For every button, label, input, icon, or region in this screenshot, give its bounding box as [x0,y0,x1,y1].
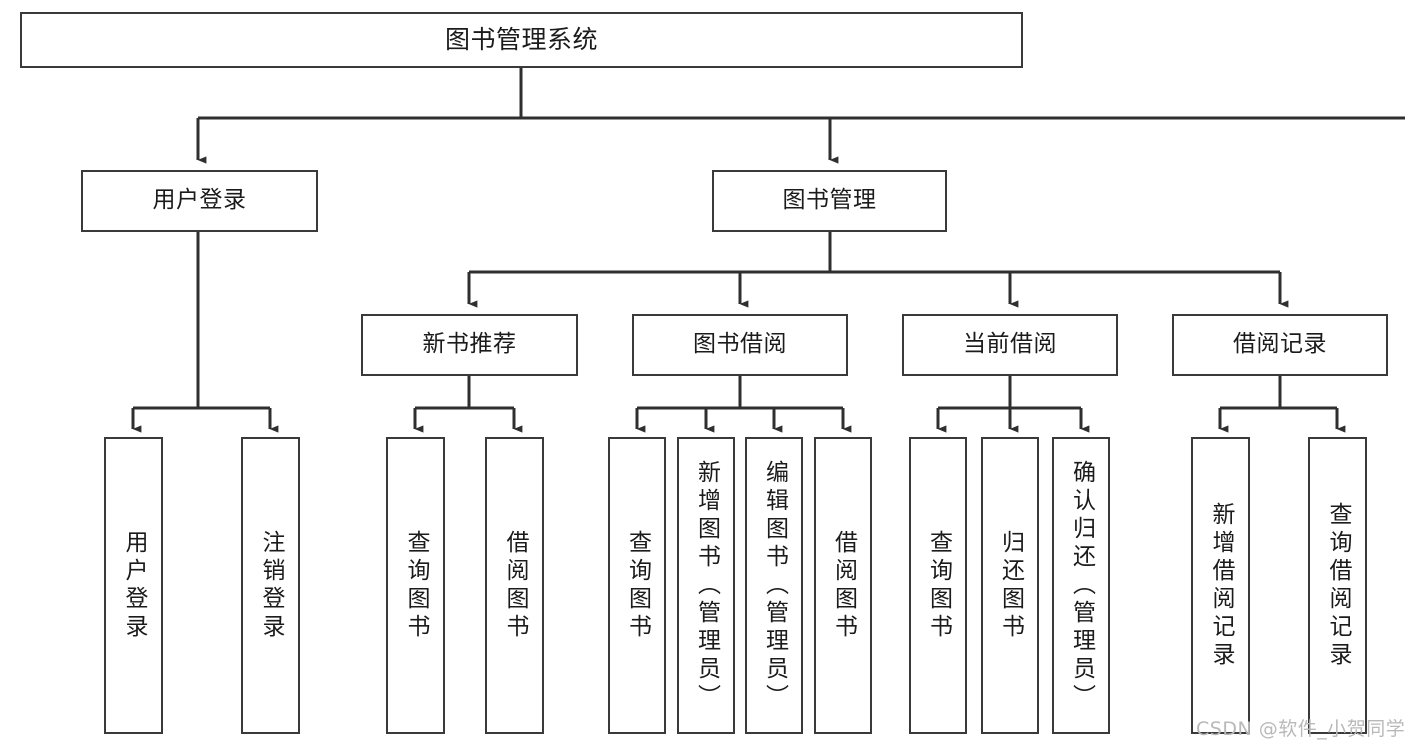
node-leaf-query-book[interactable]: 查询图书 [608,437,666,734]
node-book-manage-label: 图书管理 [782,187,877,214]
node-book-manage[interactable]: 图书管理 [712,170,947,232]
node-current-borrow[interactable]: 当前借阅 [902,314,1118,376]
node-leaf-query-record-label: 查询借阅记录 [1325,501,1351,670]
node-new-book-rec-label: 新书推荐 [422,331,517,358]
node-leaf-edit-book[interactable]: 编辑图书（管理员） [745,437,803,734]
node-leaf-borrow-book-rec-label: 借阅图书 [502,529,528,642]
node-root[interactable]: 图书管理系统 [20,12,1023,68]
node-new-book-rec[interactable]: 新书推荐 [361,314,578,376]
node-root-label: 图书管理系统 [444,25,598,55]
node-leaf-borrow-book-label: 借阅图书 [830,529,857,642]
node-leaf-edit-book-label: 编辑图书（管理员） [761,459,788,712]
node-current-borrow-label: 当前借阅 [963,331,1057,358]
node-leaf-add-book-label: 新增图书（管理员） [693,459,720,712]
node-leaf-add-record[interactable]: 新增借阅记录 [1191,437,1250,734]
node-leaf-query-record[interactable]: 查询借阅记录 [1308,437,1367,734]
node-leaf-add-record-label: 新增借阅记录 [1208,501,1234,670]
node-user-login[interactable]: 用户登录 [81,170,318,232]
node-book-borrow-label: 图书借阅 [693,331,787,358]
node-leaf-query-book-label: 查询图书 [624,529,651,642]
node-leaf-query-book-rec[interactable]: 查询图书 [386,437,445,734]
node-leaf-borrow-book[interactable]: 借阅图书 [814,437,872,734]
node-leaf-confirm-return-label: 确认归还（管理员） [1068,459,1095,712]
node-leaf-user-login[interactable]: 用户登录 [104,437,163,734]
csdn-watermark: CSDN @软件_小贺同学 [1196,718,1405,740]
node-leaf-user-login-label: 用户登录 [121,529,147,642]
node-leaf-return-book[interactable]: 归还图书 [981,437,1039,734]
node-leaf-query-book-cur[interactable]: 查询图书 [909,437,967,734]
node-book-borrow[interactable]: 图书借阅 [632,314,848,376]
node-leaf-query-book-cur-label: 查询图书 [925,529,952,642]
node-leaf-confirm-return[interactable]: 确认归还（管理员） [1052,437,1110,734]
node-leaf-return-book-label: 归还图书 [997,529,1024,642]
node-leaf-add-book[interactable]: 新增图书（管理员） [677,437,735,734]
node-leaf-user-logout-label: 注销登录 [258,529,284,642]
node-borrow-record[interactable]: 借阅记录 [1172,314,1388,376]
node-leaf-user-logout[interactable]: 注销登录 [241,437,300,734]
node-leaf-borrow-book-rec[interactable]: 借阅图书 [485,437,544,734]
node-user-login-label: 用户登录 [152,187,247,214]
node-leaf-query-book-rec-label: 查询图书 [403,529,429,642]
node-borrow-record-label: 借阅记录 [1233,331,1327,358]
